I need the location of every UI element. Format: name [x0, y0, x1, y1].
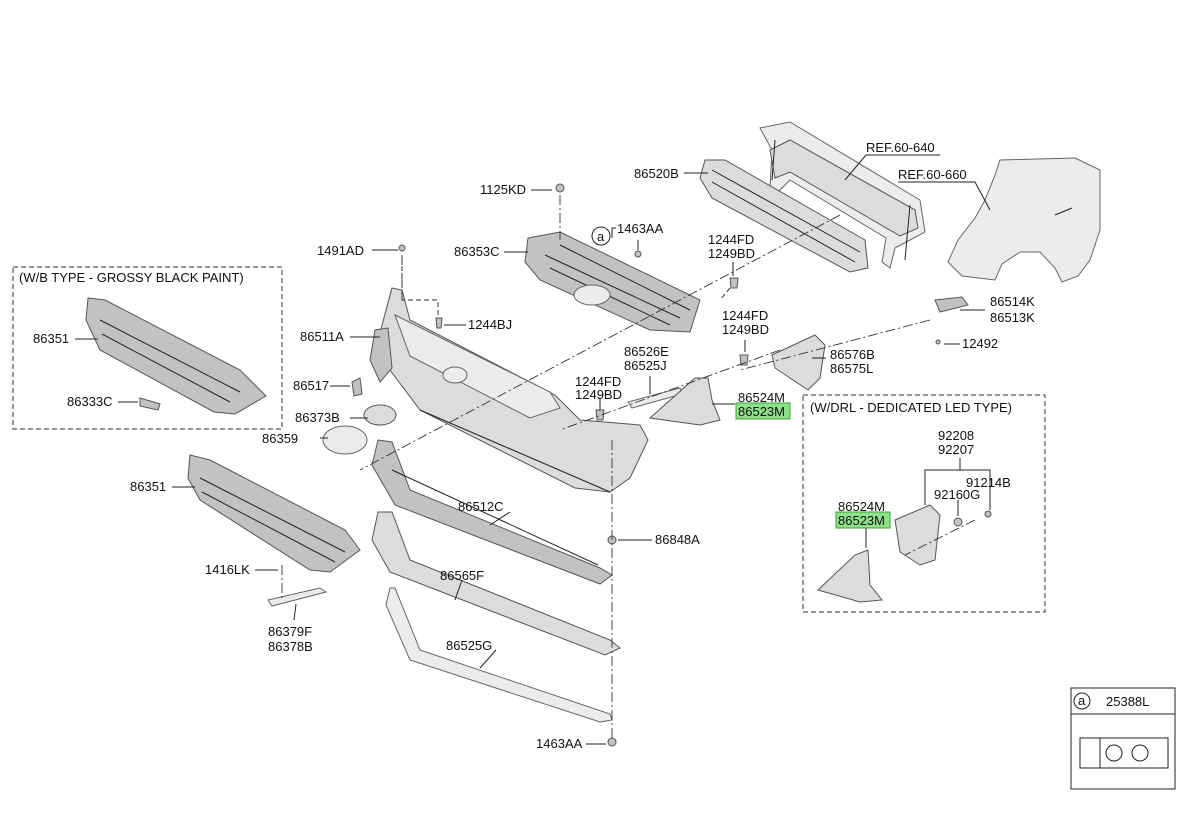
- bumper-cover: [369, 287, 649, 493]
- label-1249BD-c[interactable]: 1249BD: [575, 387, 622, 402]
- label-86513K[interactable]: 86513K: [990, 310, 1035, 325]
- label-86511A[interactable]: 86511A: [300, 329, 344, 344]
- label-86359[interactable]: 86359: [262, 431, 298, 446]
- label-1491AD[interactable]: 1491AD: [317, 243, 364, 258]
- label-1463AA-top[interactable]: 1463AA: [617, 221, 664, 236]
- label-86525G[interactable]: 86525G: [446, 638, 492, 653]
- label-1244FD-c[interactable]: 1244FD: [575, 374, 621, 389]
- drl-type-box: [802, 394, 1046, 613]
- label-1249BD-b[interactable]: 1249BD: [722, 322, 769, 337]
- side-bracket: [934, 296, 969, 313]
- guide-lines: [281, 195, 931, 740]
- emblem: [322, 404, 397, 455]
- lower-grille-86351: [187, 454, 361, 573]
- callout-circle: [591, 226, 611, 246]
- label-1244BJ[interactable]: 1244BJ: [468, 317, 512, 332]
- label-86526E[interactable]: 86526E: [624, 344, 669, 359]
- label-86520B[interactable]: 86520B: [634, 166, 679, 181]
- label-12492[interactable]: 12492: [962, 336, 998, 351]
- legend-box: [1070, 687, 1176, 790]
- label-92207[interactable]: 92207: [938, 442, 974, 457]
- part-labels: REF.60-640 REF.60-660 86520B 1125KD 1463…: [33, 140, 1035, 751]
- label-86351-main[interactable]: 86351: [130, 479, 166, 494]
- drl-type-title: (W/DRL - DEDICATED LED TYPE): [810, 400, 1012, 415]
- label-86524M-drl[interactable]: 86524M: [838, 499, 885, 514]
- label-1463AA-bottom[interactable]: 1463AA: [536, 736, 583, 751]
- label-86373B[interactable]: 86373B: [295, 410, 340, 425]
- highlight-86523M-drl[interactable]: [835, 511, 891, 529]
- label-ref-60-660[interactable]: REF.60-660: [898, 167, 967, 182]
- label-86524M-main[interactable]: 86524M: [738, 390, 785, 405]
- label-1244FD-a[interactable]: 1244FD: [708, 232, 754, 247]
- label-ref-60-640[interactable]: REF.60-640: [866, 140, 935, 155]
- label-86523M-drl[interactable]: 86523M: [838, 513, 885, 528]
- callout-a-label: a: [597, 229, 605, 244]
- label-1416LK[interactable]: 1416LK: [205, 562, 250, 577]
- label-86379F[interactable]: 86379F: [268, 624, 312, 639]
- legend-part-number[interactable]: 25388L: [1106, 694, 1149, 709]
- label-86523M-main[interactable]: 86523M: [738, 404, 785, 419]
- wb-type-box: [12, 266, 283, 430]
- label-1249BD-a[interactable]: 1249BD: [708, 246, 755, 261]
- label-86353C[interactable]: 86353C: [454, 244, 500, 259]
- label-91214B[interactable]: 91214B: [966, 475, 1011, 490]
- label-86525J[interactable]: 86525J: [624, 358, 667, 373]
- leader-lines: [172, 154, 991, 745]
- label-86378B[interactable]: 86378B: [268, 639, 313, 654]
- energy-absorber: [699, 159, 869, 273]
- label-86512C[interactable]: 86512C: [458, 499, 504, 514]
- label-92208[interactable]: 92208: [938, 428, 974, 443]
- label-86576B[interactable]: 86576B: [830, 347, 875, 362]
- highlight-86523M-main[interactable]: [735, 402, 791, 420]
- label-86575L[interactable]: 86575L: [830, 361, 873, 376]
- side-pieces: [627, 334, 826, 426]
- label-86565F[interactable]: 86565F: [440, 568, 484, 583]
- label-1244FD-b[interactable]: 1244FD: [722, 308, 768, 323]
- front-fender: [947, 157, 1101, 283]
- label-1125KD[interactable]: 1125KD: [480, 182, 526, 197]
- lower-lip: [371, 511, 621, 656]
- label-86514K[interactable]: 86514K: [990, 294, 1035, 309]
- label-92160G[interactable]: 92160G: [934, 487, 980, 502]
- label-86517[interactable]: 86517: [293, 378, 329, 393]
- garnish-strip: [267, 587, 328, 607]
- label-86848A[interactable]: 86848A: [655, 532, 700, 547]
- label-86351-box[interactable]: 86351: [33, 331, 69, 346]
- bumper-beam: [759, 121, 926, 269]
- front-grille: [524, 231, 701, 333]
- legend-key: a: [1078, 693, 1086, 708]
- label-86333C[interactable]: 86333C: [67, 394, 113, 409]
- wb-type-title: (W/B TYPE - GROSSY BLACK PAINT): [19, 270, 244, 285]
